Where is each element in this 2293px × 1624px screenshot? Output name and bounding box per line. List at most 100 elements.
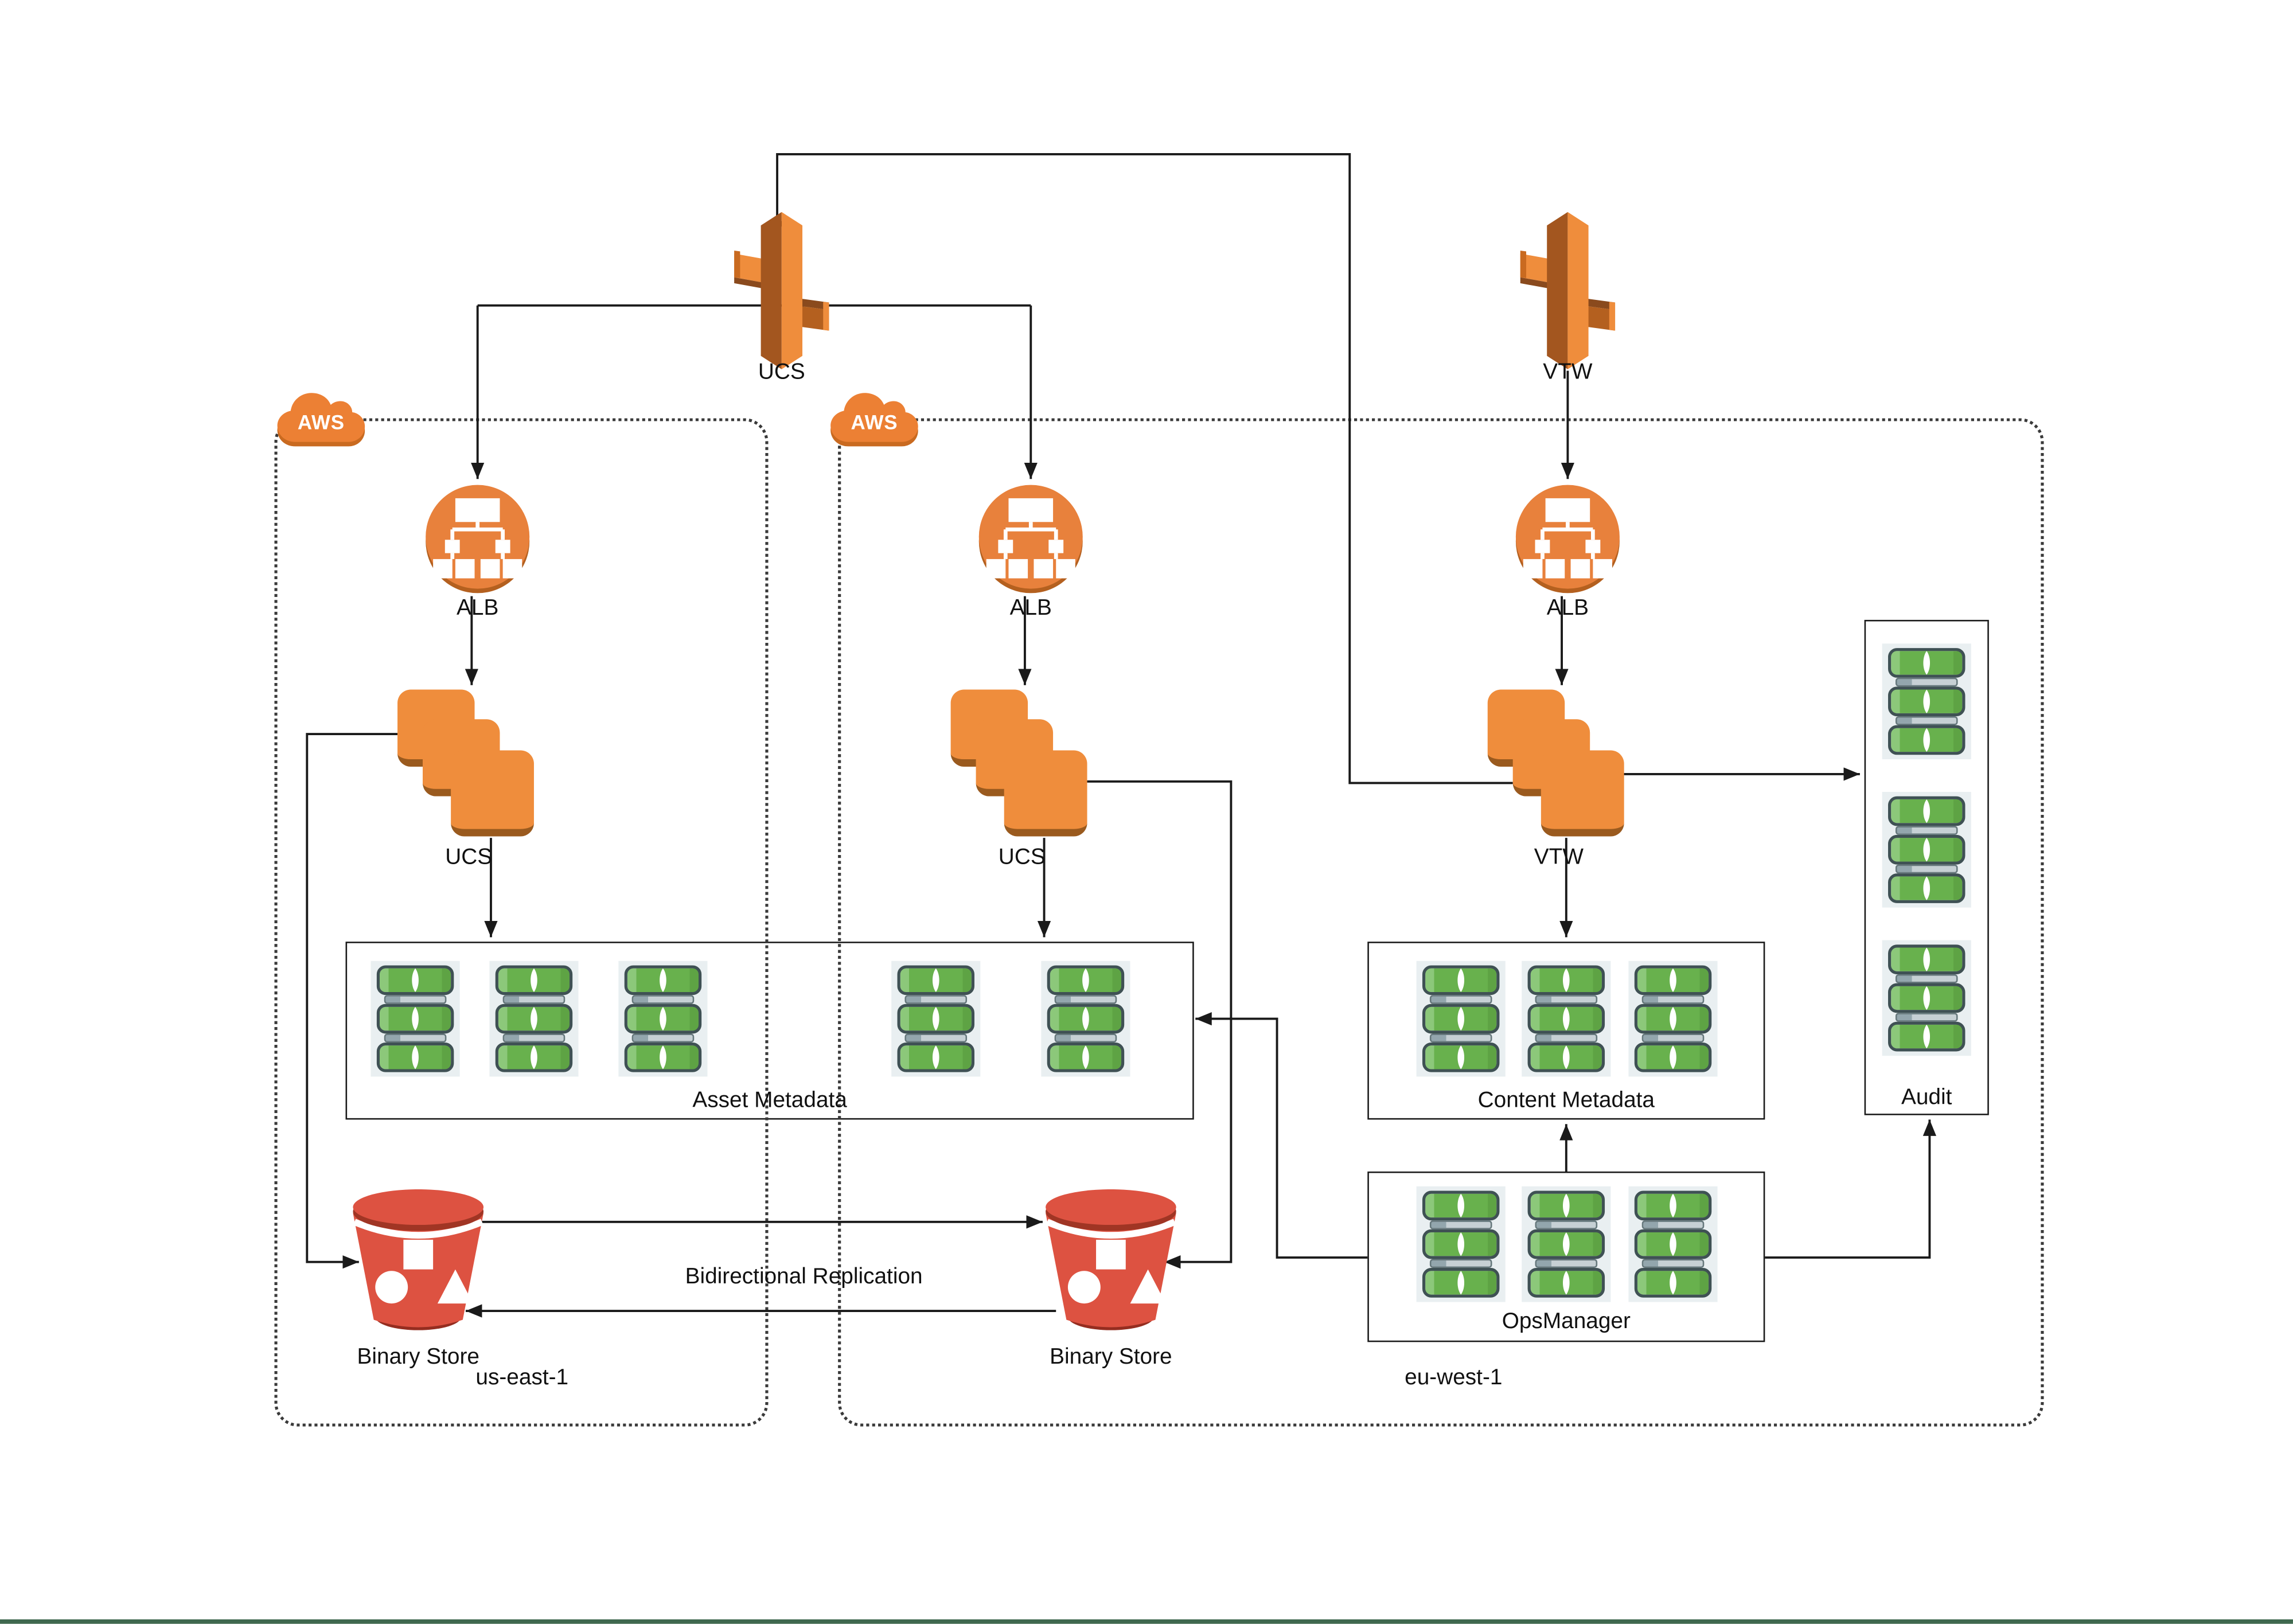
mongodb-stack-asset-2 <box>489 961 579 1077</box>
mongodb-stack-audit-1 <box>1882 643 1971 760</box>
db-connector-band <box>1895 716 1958 725</box>
vtw-stack-label: VTW <box>1534 844 1584 870</box>
mongodb-db-unit <box>1047 965 1125 996</box>
db-connector-band <box>1429 995 1492 1004</box>
vtw-gateway-label: VTW <box>1543 360 1593 385</box>
mongodb-db-unit <box>1888 944 1966 975</box>
opsmanager-label: OpsManager <box>1502 1309 1631 1334</box>
mongodb-leaf-icon <box>1923 876 1931 900</box>
mongodb-leaf-icon <box>1562 1006 1570 1031</box>
region-label-eu-west-1: eu-west-1 <box>1405 1365 1503 1391</box>
mongodb-leaf-icon <box>1923 728 1931 752</box>
audit-label: Audit <box>1901 1084 1952 1110</box>
signpost-3d-glyph <box>1520 212 1616 369</box>
db-connector-band <box>1429 1259 1492 1268</box>
mongodb-leaf-icon <box>531 968 537 993</box>
mongodb-db-unit <box>1527 1229 1605 1259</box>
mongodb-leaf-icon <box>1082 1006 1089 1031</box>
aws-cloud-glyph <box>277 393 365 447</box>
mongodb-leaf-icon <box>660 1006 666 1031</box>
mongodb-leaf-icon <box>1562 1271 1570 1295</box>
db-connector-band <box>904 1033 968 1043</box>
db-connector-band <box>1535 1033 1598 1043</box>
mongodb-leaf-icon <box>412 968 419 993</box>
mongodb-db-unit <box>1634 1268 1712 1298</box>
mongodb-db-unit <box>1888 1021 1966 1052</box>
db-connector-band <box>1895 677 1958 687</box>
mongodb-db-unit <box>1047 1004 1125 1034</box>
mongodb-leaf-icon <box>1923 689 1931 713</box>
db-connector-band <box>1054 995 1117 1004</box>
mongodb-stack-audit-2 <box>1882 791 1971 908</box>
aws-badge-label: AWS <box>851 411 898 434</box>
mongodb-stack-ops-2 <box>1522 1186 1611 1302</box>
load-balancer-glyph <box>978 485 1083 594</box>
mongodb-leaf-icon <box>1670 1271 1676 1295</box>
mongodb-db-unit <box>897 1042 975 1072</box>
mongodb-leaf-icon <box>660 968 666 993</box>
mongodb-leaf-icon <box>1670 1232 1676 1256</box>
mongodb-leaf-icon <box>932 968 939 993</box>
mongodb-leaf-icon <box>1457 1193 1465 1218</box>
db-connector-band <box>1641 1220 1705 1229</box>
ucs-instance-stack-2 <box>950 689 1087 838</box>
mongodb-leaf-icon <box>412 1006 419 1031</box>
signpost-3d-glyph <box>734 212 829 369</box>
mongodb-leaf-icon <box>660 1045 666 1069</box>
ucs-stack-label-2: UCS <box>998 844 1046 870</box>
mongodb-stack-ops-1 <box>1416 1186 1506 1302</box>
instance-square <box>451 750 534 837</box>
mongodb-db-unit <box>376 965 454 996</box>
mongodb-leaf-icon <box>1082 968 1089 993</box>
aws-cloud-badge-1: AWS <box>276 392 366 451</box>
ucs-gateway-icon <box>734 212 829 382</box>
mongodb-db-unit <box>897 965 975 996</box>
mongodb-leaf-icon <box>1457 1271 1465 1295</box>
db-connector-band <box>1429 1033 1492 1043</box>
db-connector-band <box>1429 1220 1492 1229</box>
ucs-gateway-label: UCS <box>758 360 805 385</box>
s3-bucket-glyph <box>353 1189 484 1330</box>
mongodb-db-unit <box>1634 1229 1712 1259</box>
mongodb-db-unit <box>624 1042 702 1072</box>
mongodb-db-unit <box>1888 725 1966 755</box>
db-connector-band <box>904 995 968 1004</box>
load-balancer-glyph <box>1515 485 1620 594</box>
mongodb-leaf-icon <box>412 1045 419 1069</box>
footer-bar <box>0 1618 2293 1623</box>
db-connector-band <box>1641 995 1705 1004</box>
mongodb-leaf-icon <box>1457 1232 1465 1256</box>
mongodb-db-unit <box>1634 1042 1712 1072</box>
mongodb-db-unit <box>1527 1042 1605 1072</box>
region-label-us-east-1: us-east-1 <box>475 1365 569 1391</box>
db-connector-band <box>1535 1259 1598 1268</box>
mongodb-leaf-icon <box>531 1006 537 1031</box>
binary-store-label-1: Binary Store <box>357 1344 479 1370</box>
mongodb-leaf-icon <box>1670 1045 1676 1069</box>
mongodb-db-unit <box>1634 1190 1712 1221</box>
mongodb-leaf-icon <box>1457 968 1465 993</box>
s3-bucket-glyph <box>1046 1189 1176 1330</box>
mongodb-leaf-icon <box>1457 1006 1465 1031</box>
mongodb-leaf-icon <box>932 1045 939 1069</box>
mongodb-db-unit <box>1422 1268 1500 1298</box>
db-connector-band <box>1054 1033 1117 1043</box>
mongodb-db-unit <box>1634 1004 1712 1034</box>
vtw-instance-stack <box>1487 689 1624 838</box>
asset-metadata-label: Asset Metadata <box>692 1087 847 1113</box>
mongodb-stack-content-3 <box>1628 961 1718 1077</box>
db-connector-band <box>631 1033 695 1043</box>
mongodb-db-unit <box>1527 1004 1605 1034</box>
mongodb-stack-content-1 <box>1416 961 1506 1077</box>
binary-store-label-2: Binary Store <box>1050 1344 1172 1370</box>
mongodb-leaf-icon <box>1923 651 1931 675</box>
mongodb-stack-audit-3 <box>1882 940 1971 1056</box>
s3-bucket-icon-2 <box>1040 1189 1182 1345</box>
content-metadata-label: Content Metadata <box>1477 1087 1655 1113</box>
mongodb-db-unit <box>1888 796 1966 826</box>
aws-badge-label: AWS <box>297 411 345 434</box>
mongodb-leaf-icon <box>1923 1024 1931 1049</box>
alb-icon-3 <box>1513 483 1623 600</box>
mongodb-db-unit <box>376 1042 454 1072</box>
db-connector-band <box>1641 1033 1705 1043</box>
